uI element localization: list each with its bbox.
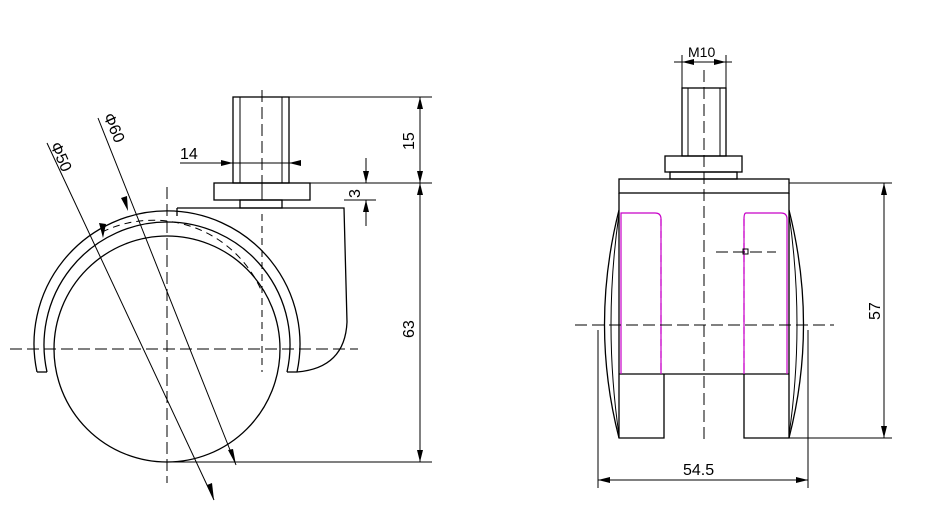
front-hole-marker bbox=[742, 248, 749, 255]
dim-545-arrow-right bbox=[796, 477, 808, 483]
dim-m10-label: M10 bbox=[688, 44, 715, 60]
dim-14-arrow-right bbox=[289, 160, 301, 166]
left-wheel-profile bbox=[603, 209, 665, 439]
phi60-leader bbox=[97, 117, 237, 466]
right-hood-hidden bbox=[743, 212, 788, 374]
dim-57-arrow-top bbox=[881, 183, 887, 195]
dim-phi60-label: Φ60 bbox=[99, 111, 127, 146]
dim-3-arrow-bottom bbox=[363, 200, 369, 212]
phi60-arrow bbox=[228, 449, 236, 465]
dim-57-label: 57 bbox=[867, 302, 884, 320]
hood-hidden-arc bbox=[101, 219, 263, 293]
dim-3-label: 3 bbox=[347, 189, 364, 198]
right-wheel-profile bbox=[743, 209, 805, 439]
phi50-leader bbox=[46, 142, 215, 501]
dim-15-arrow-top bbox=[417, 97, 423, 109]
dim-63-label: 63 bbox=[401, 320, 418, 338]
dim-545-arrow-left bbox=[598, 477, 610, 483]
left-hood-hidden bbox=[620, 212, 662, 374]
dim-14-arrow-left bbox=[221, 160, 233, 166]
dim-14-label: 14 bbox=[180, 146, 198, 163]
housing-outline bbox=[177, 207, 348, 373]
dim-63-arrow-top bbox=[417, 183, 423, 195]
dim-phi50-label: Φ50 bbox=[46, 140, 74, 175]
phi50-arrow-top bbox=[121, 196, 128, 211]
washer-base bbox=[239, 199, 283, 209]
phi50-arrow bbox=[207, 483, 214, 500]
front-view: M10 57 54.5 bbox=[575, 44, 892, 488]
threaded-stem bbox=[232, 96, 290, 184]
side-view: Φ50 Φ60 14 15 3 63 bbox=[10, 90, 432, 501]
dim-15-label: 15 bbox=[401, 132, 418, 150]
dim-m10-arrow-right bbox=[714, 59, 726, 65]
dim-57-arrow-bottom bbox=[881, 426, 887, 438]
dim-15-arrow-bottom bbox=[417, 171, 423, 183]
phi60-arrow-top bbox=[99, 223, 106, 238]
dim-3-arrow-top bbox=[363, 171, 369, 183]
dim-63-arrow-bottom bbox=[417, 450, 423, 462]
dim-545-label: 54.5 bbox=[683, 462, 714, 479]
dim-m10-arrow-left bbox=[682, 59, 694, 65]
